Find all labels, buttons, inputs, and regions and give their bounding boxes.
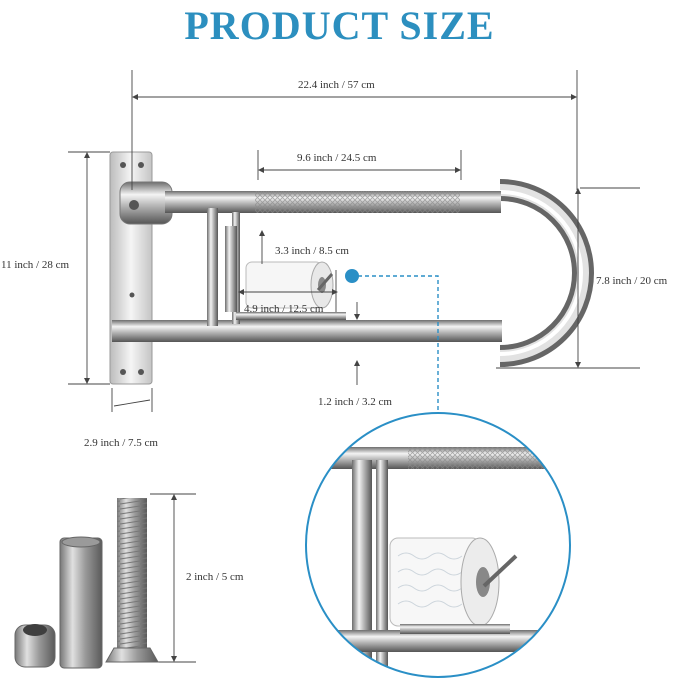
dim-grip-length: 9.6 inch / 24.5 cm [297,152,377,164]
sleeve [59,536,103,669]
dim-bar-height: 7.8 inch / 20 cm [596,275,668,287]
dim-tube-diameter: 1.2 inch / 3.2 cm [318,396,392,408]
page-title: PRODUCT SIZE [184,3,495,48]
nut [14,624,56,668]
grab-bar [112,179,594,367]
dim-plate-height: 11 inch / 28 cm [1,259,70,271]
dim-roll-holder-width: 4.9 inch / 12.5 cm [244,303,324,315]
zoom-indicator [345,269,439,420]
zoom-detail [305,412,571,678]
dimension-lines [68,70,640,663]
hinge [119,181,173,225]
dim-overall-length: 22.4 inch / 57 cm [298,79,375,91]
dim-roll-holder-height: 3.3 inch / 8.5 cm [275,245,349,257]
dim-bolt-length: 2 inch / 5 cm [186,571,244,583]
bolt [105,498,159,663]
dim-plate-width: 2.9 inch / 7.5 cm [84,437,158,449]
